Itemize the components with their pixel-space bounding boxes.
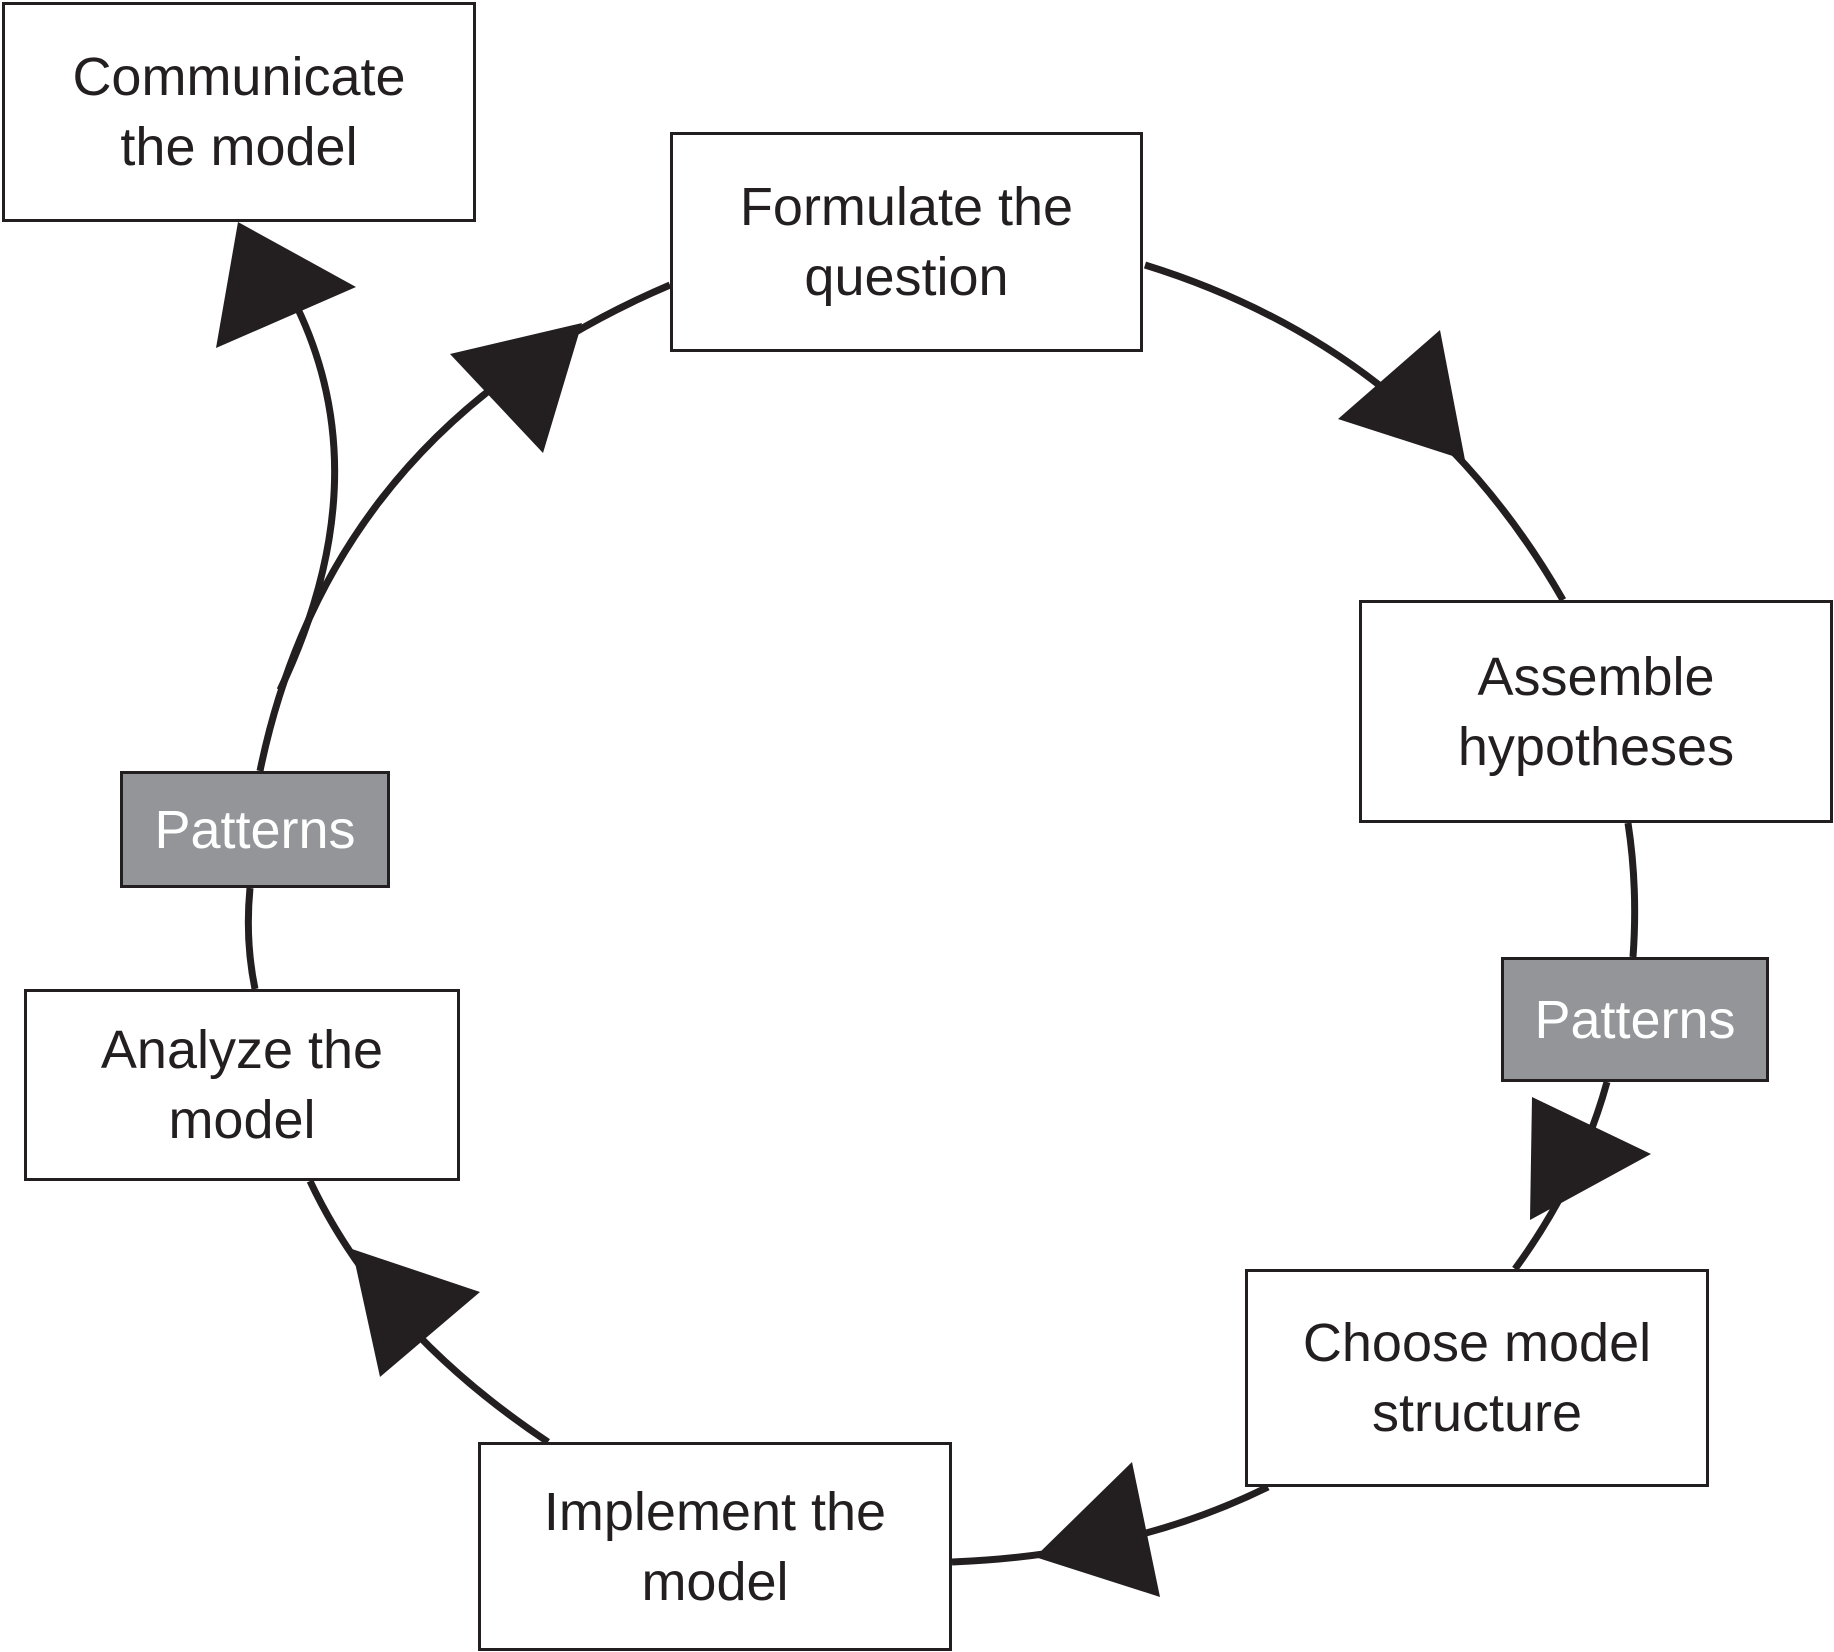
node-formulate-the-question: Formulate the question [670, 132, 1143, 352]
patterns-label: Patterns [1534, 989, 1736, 1050]
node-assemble-hypotheses: Assemble hypotheses [1359, 600, 1833, 823]
arrowhead-to-communicate [216, 222, 356, 348]
node-label-line: model [641, 1551, 789, 1612]
arrowhead-to-choose [1530, 1097, 1651, 1220]
arrowhead-to-formulate [450, 323, 582, 453]
patterns-box-left: Patterns [120, 771, 390, 888]
patterns-box-right: Patterns [1501, 957, 1769, 1082]
node-label-line: model [168, 1090, 316, 1150]
node-label-line: structure [1371, 1383, 1583, 1443]
arrowhead-to-assemble [1338, 330, 1465, 460]
node-label-line: Assemble [1477, 646, 1715, 707]
node-analyze-the-model: Analyze the model [24, 989, 460, 1181]
node-label-line: Formulate the [739, 177, 1074, 237]
arrowhead-to-analyze [352, 1249, 480, 1377]
node-label-line: Analyze the [100, 1020, 384, 1080]
connector-assemble-to-patterns [1624, 822, 1639, 958]
node-label-line: hypotheses [1457, 716, 1735, 777]
node-label-line: Choose model [1302, 1313, 1652, 1373]
connector-formulate-to-assemble [1143, 261, 1567, 602]
connector-analyze-to-patterns [244, 887, 259, 990]
node-label-line: Implement the [543, 1481, 887, 1542]
patterns-label: Patterns [154, 799, 356, 860]
node-label-line: question [804, 247, 1009, 307]
arrowhead-to-implement [1035, 1462, 1160, 1597]
node-choose-model-structure: Choose model structure [1245, 1269, 1709, 1487]
node-implement-the-model: Implement the model [478, 1442, 952, 1651]
connector-to-communicate [276, 305, 339, 692]
node-communicate-the-model: Communicate the model [2, 2, 476, 222]
node-label-line: Communicate [72, 47, 406, 107]
node-label-line: the model [120, 117, 358, 177]
